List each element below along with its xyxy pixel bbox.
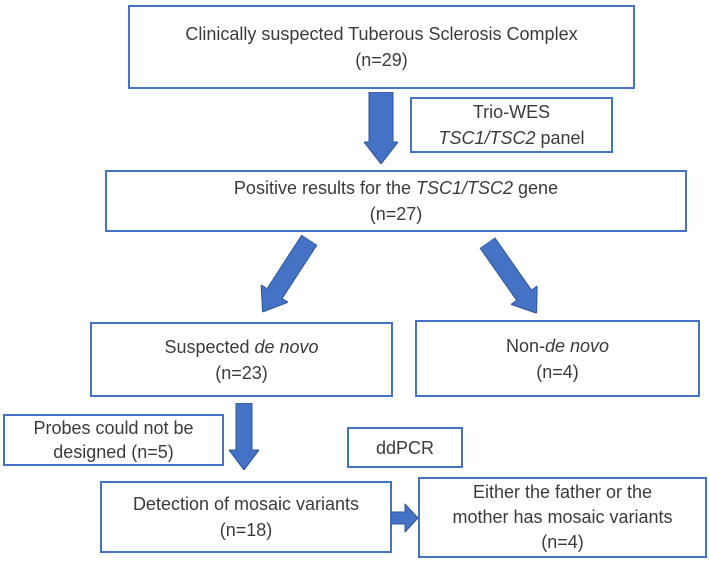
de-novo-italic: de novo [544,335,610,356]
box-detection-mosaic-variants: Detection of mosaic variants (n=18) [100,481,392,553]
box-probes-not-designed: Probes could not be designed (n=5) [3,414,224,466]
box-text-pre: Suspected [164,336,255,357]
box-count-line: (n=23) [215,362,268,383]
box-text-pre: Non- [505,335,545,356]
box-count-line: (n=4) [541,532,584,552]
arrow-down-left-icon [249,231,323,321]
box-parent-mosaic-variants: Either the father or the mother has mosa… [418,477,707,558]
gene-name-italic: TSC1/TSC2 [416,178,514,198]
box-text-line: Either the father or the [472,482,653,502]
label-ddpcr: ddPCR [347,427,463,468]
box-text-line: Clinically suspected Tuberous Sclerosis … [185,24,578,44]
box-clinically-suspected: Clinically suspected Tuberous Sclerosis … [128,5,635,89]
box-text-line: Suspected de novo [164,334,318,360]
box-count-line: (n=27) [369,204,423,224]
box-text-pre: Positive results for the [233,178,416,198]
box-text-line2: designed (n=5) [53,442,174,462]
box-text-post: gene [513,178,559,198]
box-text-line: Positive results for the TSC1/TSC2 gene [234,175,558,201]
label-gene-line: TSC1/TSC2 panel [438,125,584,151]
label-text-line: ddPCR [375,437,435,458]
arrow-down-icon [229,403,259,470]
box-count-line: (n=18) [219,520,273,540]
box-positive-results: Positive results for the TSC1/TSC2 gene … [105,170,687,232]
arrow-down-icon [364,92,398,164]
box-text-line: Probes could not be [33,418,194,438]
box-text-line2: mother has mosaic variants [452,507,673,527]
box-count-line: (n=29) [355,50,408,70]
box-text-line: Detection of mosaic variants [132,494,360,514]
label-text-line: Trio-WES [472,102,551,122]
box-text-line: Non-de novo [506,333,609,359]
box-count-line: (n=4) [536,361,579,382]
label-trio-wes-panel: Trio-WES TSC1/TSC2 panel [410,97,613,153]
label-gene-rest: panel [535,128,585,148]
arrow-right-icon [391,503,419,533]
gene-name-italic: TSC1/TSC2 [438,128,536,148]
arrow-down-right-icon [474,234,550,323]
box-suspected-de-novo: Suspected de novo (n=23) [90,322,393,397]
de-novo-italic: de novo [254,336,319,357]
box-non-de-novo: Non-de novo (n=4) [415,320,700,397]
